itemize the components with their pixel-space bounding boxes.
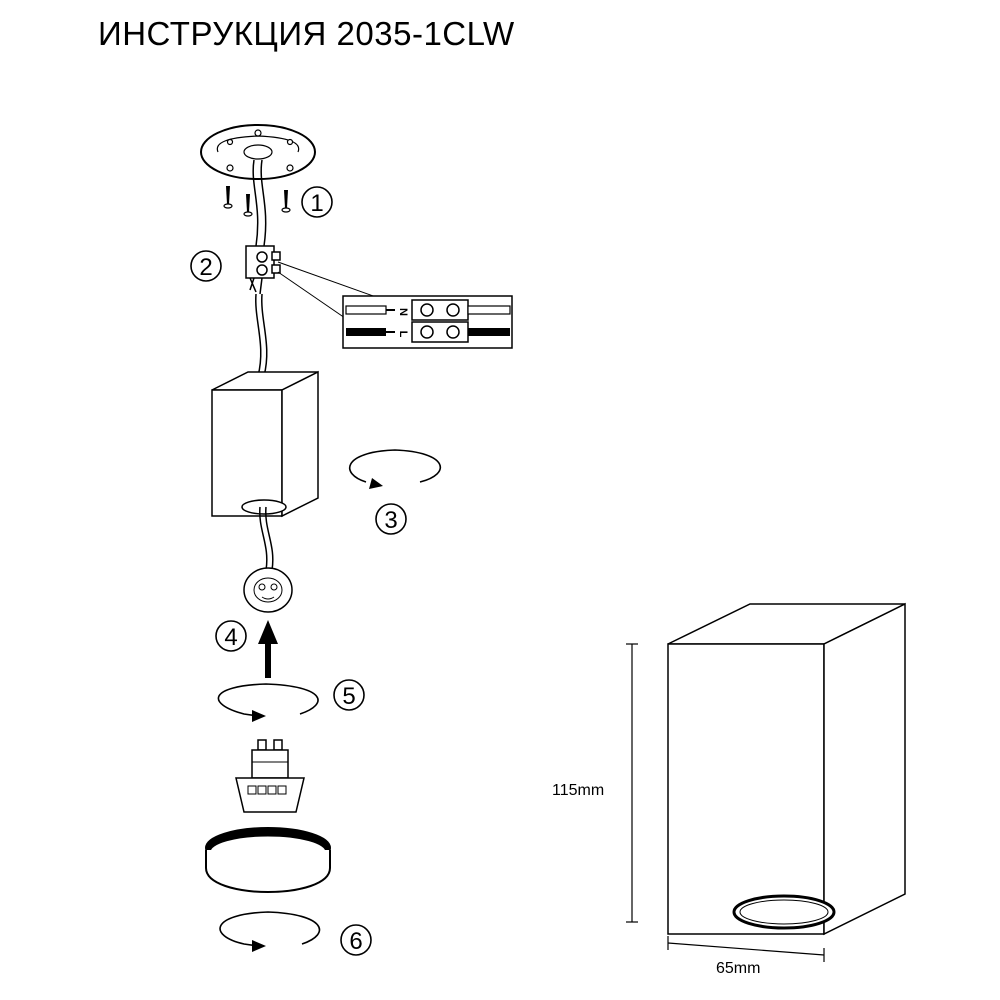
live-label: L <box>397 331 409 338</box>
screw-icon <box>281 190 291 213</box>
rotate-arrow-icon <box>219 911 321 952</box>
step-4-marker: 4 <box>215 620 247 652</box>
step-2-marker: 2 <box>190 250 222 282</box>
svg-text:2: 2 <box>199 254 212 281</box>
supply-cable <box>252 159 267 247</box>
mounting-plate <box>200 124 316 180</box>
lamp-socket <box>243 567 293 613</box>
step-1-marker: 1 <box>301 186 333 218</box>
step-3-marker: 3 <box>375 503 407 535</box>
svg-text:4: 4 <box>224 624 237 651</box>
neutral-label: N <box>397 308 409 316</box>
leader-line <box>277 271 346 319</box>
height-dimension <box>626 643 638 923</box>
screw-icon <box>243 194 253 217</box>
insert-arrow <box>258 620 278 678</box>
wiring-detail: N L <box>342 295 513 349</box>
socket-cable <box>259 506 274 571</box>
terminal-block <box>245 245 281 295</box>
fixture-cable <box>255 293 268 377</box>
luminaire-body <box>211 370 319 518</box>
rotate-arrow-icon <box>217 683 319 722</box>
screw-icon <box>223 186 233 209</box>
width-label: 65mm <box>716 960 760 977</box>
svg-text:5: 5 <box>342 683 355 710</box>
gu10-bulb <box>235 739 305 813</box>
page-title: ИНСТРУКЦИЯ 2035-1CLW <box>98 15 515 52</box>
svg-text:3: 3 <box>384 507 397 534</box>
rotate-arrow-icon <box>349 449 441 489</box>
width-dimension <box>667 936 825 962</box>
svg-text:1: 1 <box>310 190 323 217</box>
step-5-marker: 5 <box>333 679 365 711</box>
svg-text:6: 6 <box>349 928 362 955</box>
height-label: 115mm <box>552 782 604 799</box>
dimension-drawing <box>667 602 906 936</box>
step-6-marker: 6 <box>340 924 372 956</box>
screws <box>223 186 291 217</box>
decorative-ring <box>205 827 331 893</box>
